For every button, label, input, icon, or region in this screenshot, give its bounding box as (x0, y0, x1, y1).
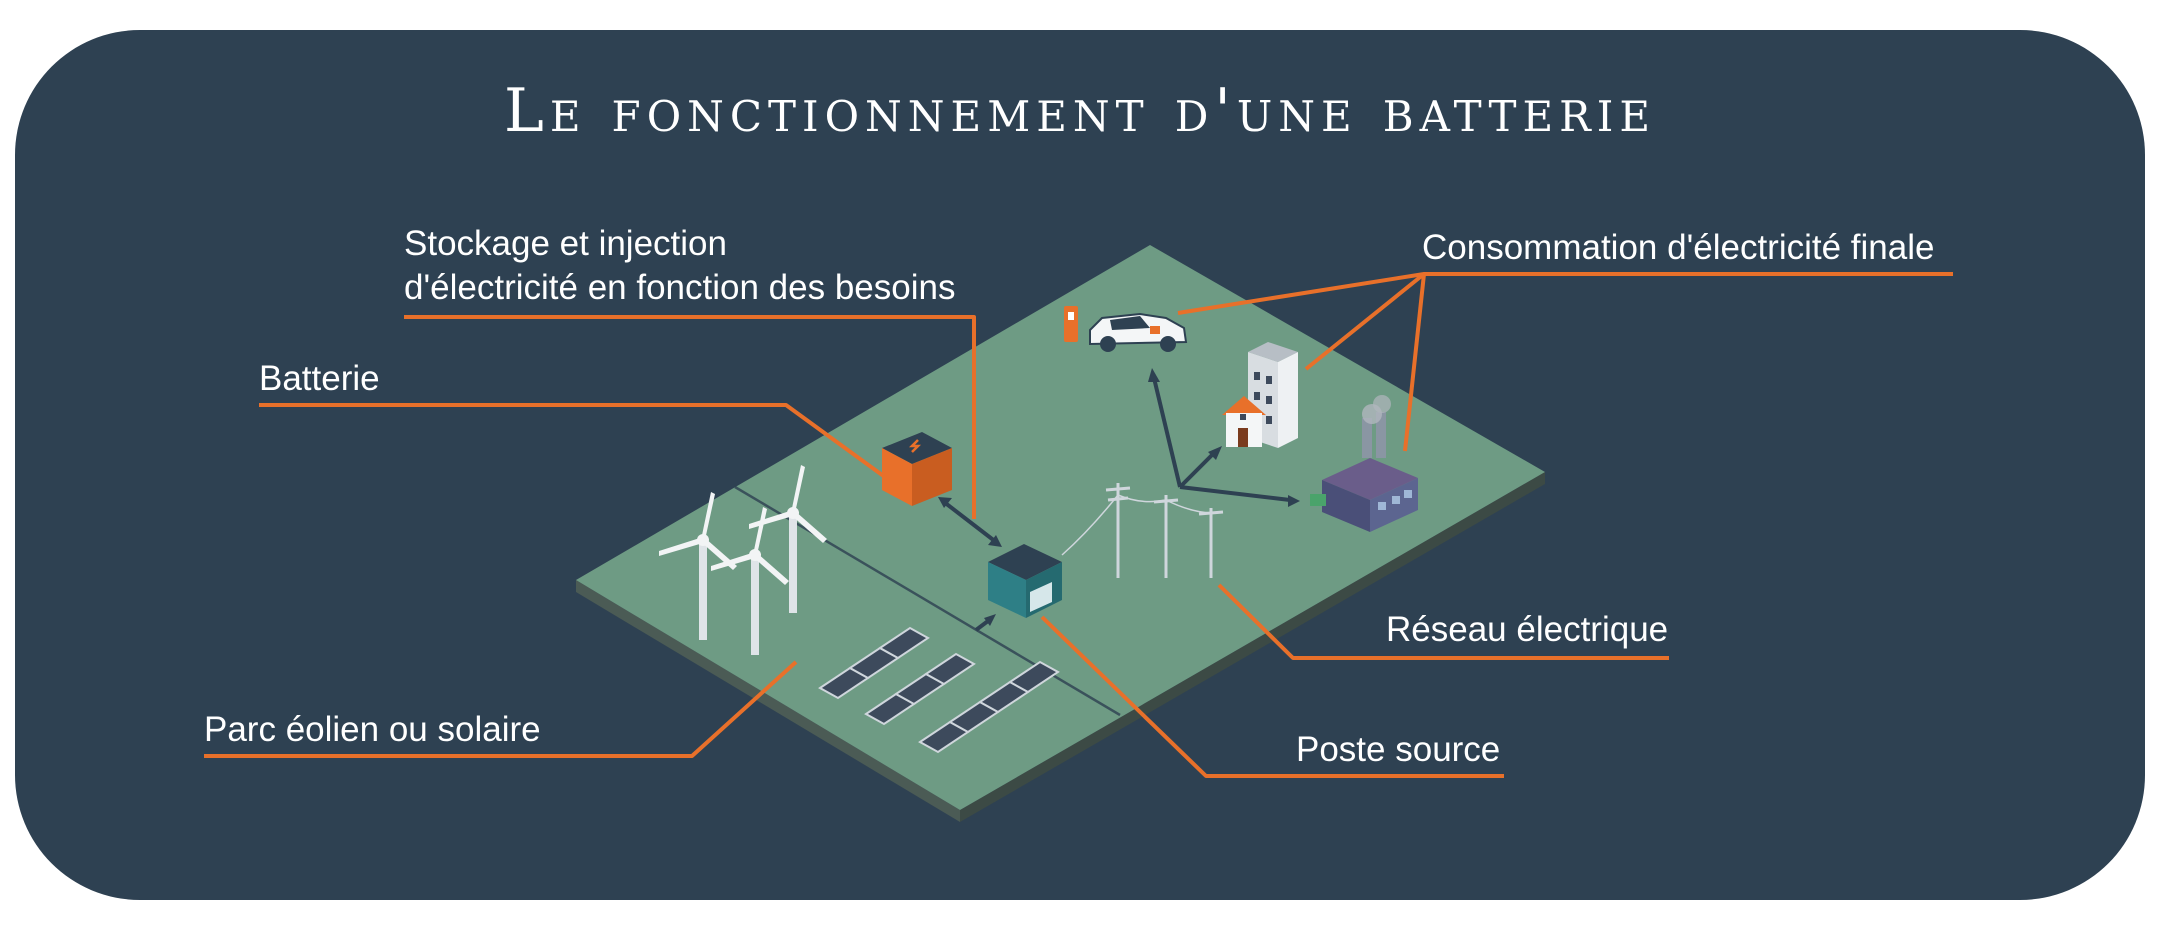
leader-line-consommation-building (1304, 272, 1426, 371)
solar-panel-icon (818, 626, 1060, 754)
page-title: Le fonctionnement d'une batterie (503, 76, 1656, 146)
leader-line-consommation (1177, 272, 1953, 315)
electric-car-icon (1089, 312, 1188, 352)
label-consommation: Consommation d'électricité finale (1422, 228, 1935, 267)
leader-line-batterie (259, 403, 891, 482)
charging-station-icon (1064, 306, 1078, 342)
house-icon (1222, 396, 1266, 447)
leader-line-stockage (404, 315, 976, 519)
substation-icon (988, 544, 1062, 618)
power-pole-icon (1061, 483, 1224, 578)
leader-line-reseau (1217, 583, 1669, 660)
leader-line-poste (1040, 615, 1504, 778)
label-batterie: Batterie (259, 359, 380, 398)
label-poste: Poste source (1296, 730, 1501, 769)
flow-arrows (938, 368, 1300, 632)
battery-icon (882, 432, 952, 506)
leader-line-consommation-factory (1403, 273, 1426, 452)
label-parc: Parc éolien ou solaire (204, 710, 541, 749)
wind-turbine-icon (711, 507, 789, 655)
label-stockage-line2: d'électricité en fonction des besoins (404, 268, 956, 307)
label-reseau: Réseau électrique (1386, 610, 1669, 649)
ground-platform (576, 245, 1545, 822)
leader-lines (204, 272, 1953, 778)
wind-turbine-icon (749, 465, 827, 613)
label-stockage-line1: Stockage et injection (404, 224, 727, 263)
leader-line-parc (204, 660, 798, 758)
factory-icon (1310, 395, 1418, 532)
label-stockage: Stockage et injection d'électricité en f… (404, 222, 955, 310)
